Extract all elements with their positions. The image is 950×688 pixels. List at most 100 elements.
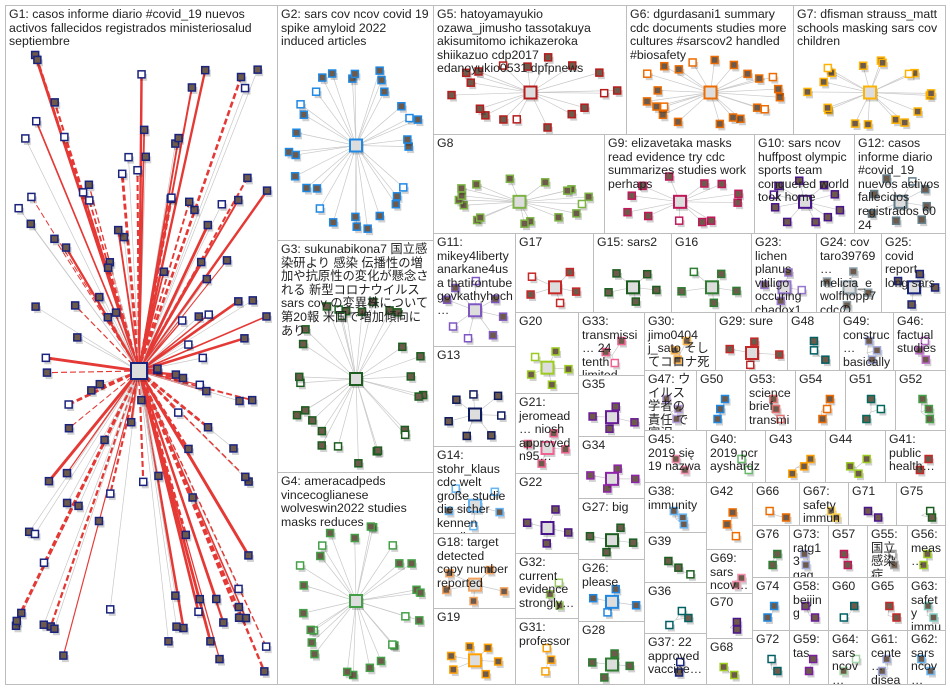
node[interactable] bbox=[342, 667, 352, 677]
node[interactable] bbox=[311, 87, 321, 96]
node[interactable] bbox=[563, 186, 572, 195]
node[interactable] bbox=[27, 192, 36, 202]
node[interactable] bbox=[354, 459, 363, 468]
node[interactable] bbox=[244, 551, 253, 560]
node[interactable] bbox=[243, 173, 252, 183]
node[interactable] bbox=[564, 528, 573, 537]
node[interactable] bbox=[12, 616, 21, 626]
hub-node[interactable] bbox=[745, 346, 759, 360]
node[interactable] bbox=[722, 520, 732, 529]
node[interactable] bbox=[416, 352, 425, 361]
node[interactable] bbox=[291, 150, 300, 160]
node[interactable] bbox=[399, 183, 408, 192]
node[interactable] bbox=[555, 298, 565, 308]
node[interactable] bbox=[64, 400, 73, 409]
node[interactable] bbox=[684, 613, 693, 623]
node[interactable] bbox=[41, 353, 51, 363]
node[interactable] bbox=[42, 368, 52, 377]
node[interactable] bbox=[392, 192, 402, 201]
node[interactable] bbox=[512, 115, 522, 124]
node[interactable] bbox=[730, 670, 739, 680]
node[interactable] bbox=[499, 115, 508, 124]
node[interactable] bbox=[839, 549, 849, 559]
node[interactable] bbox=[295, 372, 304, 382]
node[interactable] bbox=[391, 199, 401, 209]
node[interactable] bbox=[823, 63, 833, 73]
node[interactable] bbox=[195, 594, 205, 604]
node[interactable] bbox=[823, 103, 832, 113]
node[interactable] bbox=[95, 379, 105, 389]
node[interactable] bbox=[652, 285, 661, 295]
node[interactable] bbox=[403, 135, 412, 144]
node[interactable] bbox=[625, 661, 634, 671]
node[interactable] bbox=[126, 417, 136, 427]
node[interactable] bbox=[217, 200, 227, 209]
node[interactable] bbox=[580, 103, 589, 112]
node[interactable] bbox=[819, 77, 828, 87]
node[interactable] bbox=[84, 180, 94, 190]
node[interactable] bbox=[862, 454, 871, 464]
node[interactable] bbox=[222, 256, 232, 265]
node[interactable] bbox=[171, 591, 180, 600]
node[interactable] bbox=[526, 370, 536, 379]
node[interactable] bbox=[172, 622, 181, 631]
node[interactable] bbox=[310, 649, 319, 659]
node[interactable] bbox=[773, 549, 782, 559]
node[interactable] bbox=[262, 186, 272, 195]
node[interactable] bbox=[117, 169, 127, 179]
node[interactable] bbox=[219, 618, 228, 627]
node[interactable] bbox=[530, 352, 540, 362]
node[interactable] bbox=[448, 322, 458, 331]
node[interactable] bbox=[312, 184, 322, 193]
node[interactable] bbox=[750, 337, 759, 346]
hub-node[interactable] bbox=[605, 533, 619, 548]
node[interactable] bbox=[605, 424, 614, 433]
node[interactable] bbox=[926, 89, 936, 98]
node[interactable] bbox=[401, 612, 410, 621]
node[interactable] bbox=[631, 297, 641, 306]
node[interactable] bbox=[818, 414, 827, 424]
node[interactable] bbox=[732, 617, 742, 627]
node[interactable] bbox=[616, 523, 625, 532]
node[interactable] bbox=[788, 469, 797, 478]
node[interactable] bbox=[234, 613, 244, 622]
hub-node[interactable] bbox=[130, 362, 148, 380]
node[interactable] bbox=[30, 529, 40, 539]
node[interactable] bbox=[904, 69, 914, 79]
node[interactable] bbox=[660, 61, 669, 71]
node[interactable] bbox=[50, 234, 59, 244]
node[interactable] bbox=[767, 654, 776, 664]
node[interactable] bbox=[543, 123, 552, 132]
node[interactable] bbox=[628, 538, 638, 547]
node[interactable] bbox=[463, 334, 473, 343]
node[interactable] bbox=[472, 180, 481, 189]
node[interactable] bbox=[159, 267, 169, 276]
node[interactable] bbox=[406, 372, 416, 381]
node[interactable] bbox=[679, 520, 689, 529]
node[interactable] bbox=[373, 446, 383, 455]
node[interactable] bbox=[716, 269, 726, 279]
node[interactable] bbox=[664, 556, 673, 566]
hub-node[interactable] bbox=[605, 410, 619, 425]
node[interactable] bbox=[505, 174, 515, 183]
node[interactable] bbox=[229, 444, 238, 453]
node[interactable] bbox=[316, 551, 325, 561]
node[interactable] bbox=[260, 667, 269, 676]
node[interactable] bbox=[248, 296, 258, 305]
node[interactable] bbox=[198, 353, 208, 363]
node[interactable] bbox=[14, 203, 23, 213]
node[interactable] bbox=[493, 657, 503, 666]
node[interactable] bbox=[567, 109, 576, 119]
node[interactable] bbox=[111, 308, 121, 317]
node[interactable] bbox=[497, 411, 506, 420]
node[interactable] bbox=[487, 431, 496, 440]
node[interactable] bbox=[806, 454, 815, 464]
node[interactable] bbox=[59, 651, 68, 660]
node[interactable] bbox=[26, 219, 36, 229]
node[interactable] bbox=[164, 637, 173, 646]
node[interactable] bbox=[296, 100, 305, 109]
node[interactable] bbox=[475, 213, 485, 222]
node[interactable] bbox=[754, 74, 764, 83]
node[interactable] bbox=[921, 355, 931, 364]
node[interactable] bbox=[540, 178, 550, 187]
